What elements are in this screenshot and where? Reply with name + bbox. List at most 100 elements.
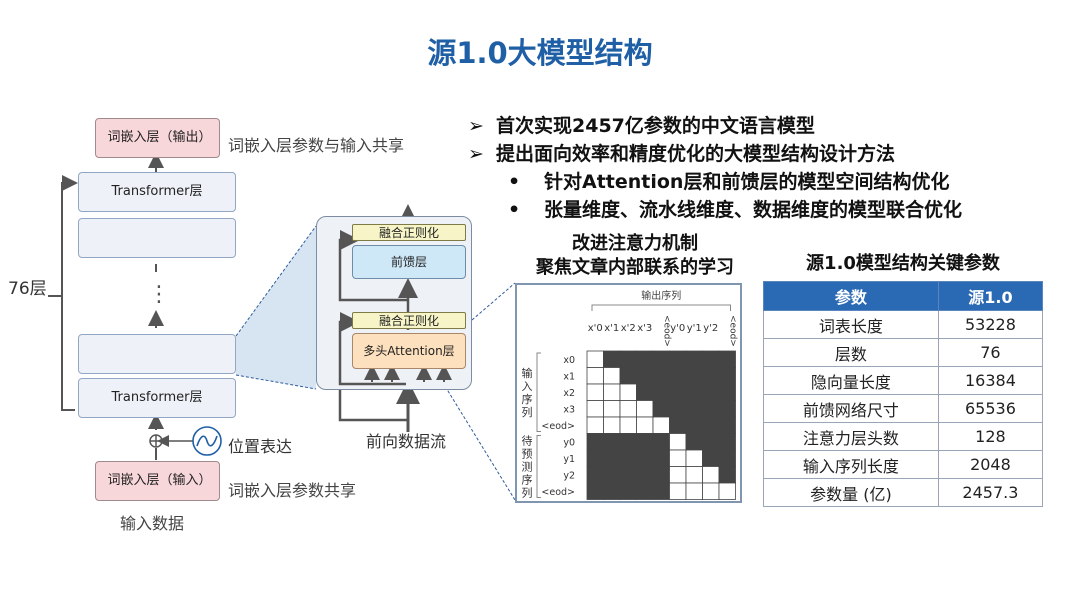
arrow-bullet-icon: ➢ xyxy=(468,143,484,165)
table-title: 源1.0模型结构关键参数 xyxy=(806,253,1000,274)
mask-cell xyxy=(586,383,604,401)
mask-cell xyxy=(636,350,654,368)
bullet-text: 张量维度、流水线维度、数据维度的模型联合优化 xyxy=(544,199,963,221)
table-cell: 参数量 (亿) xyxy=(763,478,939,507)
mask-cell xyxy=(619,482,637,500)
feed-forward-box: 前馈层 xyxy=(352,245,466,279)
mask-cell xyxy=(652,466,670,484)
row-label: x0 xyxy=(563,355,575,366)
mask-cell xyxy=(669,433,687,451)
mask-cell xyxy=(718,367,736,385)
table-header-cell: 源1.0 xyxy=(937,281,1044,311)
mask-cell xyxy=(702,449,720,467)
table-cell: 2048 xyxy=(937,450,1044,479)
key-points-list: ➢首次实现2457亿参数的中文语言模型 ➢ 提出面向效率和精度优化的大模型结构设计… xyxy=(468,112,962,224)
table-cell: 53228 xyxy=(937,310,1044,339)
row-label: y1 xyxy=(563,454,575,465)
mask-cell xyxy=(636,482,654,500)
mask-cell xyxy=(669,367,687,385)
mask-cell xyxy=(718,383,736,401)
mask-cell xyxy=(669,400,687,418)
mask-cell xyxy=(685,400,703,418)
mask-cell xyxy=(636,400,654,418)
input-sequence-label-bracket xyxy=(536,352,541,432)
attention-title-line1: 改进注意力机制 xyxy=(572,233,698,254)
mask-cell xyxy=(685,367,703,385)
mask-cell xyxy=(652,383,670,401)
mask-cell xyxy=(603,367,621,385)
mask-cell xyxy=(669,350,687,368)
mask-cell xyxy=(718,400,736,418)
output-sequence-label: 输出序列 xyxy=(641,289,681,302)
transformer-layer-bottom: Transformer层 xyxy=(78,378,236,418)
bullet-item: •针对Attention层和前馈层的模型空间结构优化 xyxy=(468,168,962,196)
table-cell: 输入序列长度 xyxy=(763,450,939,479)
bullet-item: ➢首次实现2457亿参数的中文语言模型 xyxy=(468,112,962,140)
row-label: <eod> xyxy=(541,487,575,498)
mask-cell xyxy=(718,350,736,368)
transformer-layer-top: Transformer层 xyxy=(78,172,236,212)
mask-cell xyxy=(652,449,670,467)
mask-cell xyxy=(636,466,654,484)
row-label: <eod> xyxy=(541,421,575,432)
mask-cell xyxy=(718,466,736,484)
mask-cell xyxy=(619,449,637,467)
column-label: x'2 xyxy=(621,323,636,334)
embedding-input-label: 词嵌入层（输入） xyxy=(107,473,212,488)
mask-cell xyxy=(718,482,736,500)
mask-cell xyxy=(685,350,703,368)
row-label: x3 xyxy=(563,404,575,415)
mask-cell xyxy=(586,367,604,385)
output-bracket xyxy=(591,304,731,311)
mask-cell xyxy=(652,350,670,368)
row-label: x1 xyxy=(563,371,575,382)
table-cell: 128 xyxy=(937,422,1044,451)
column-label: y'1 xyxy=(687,323,702,334)
embedding-input-box: 词嵌入层（输入） xyxy=(95,461,220,501)
multi-head-attention-box: 多头Attention层 xyxy=(352,333,466,369)
mask-cell xyxy=(702,433,720,451)
mask-cell xyxy=(636,433,654,451)
forward-flow-label: 前向数据流 xyxy=(366,432,447,451)
mask-cell xyxy=(652,367,670,385)
embedding-output-note: 词嵌入层参数与输入共享 xyxy=(228,136,405,155)
mask-cell xyxy=(702,466,720,484)
table-cell: 前馈网络尺寸 xyxy=(763,394,939,423)
column-label: x'1 xyxy=(604,323,619,334)
row-label: y0 xyxy=(563,437,575,448)
mask-cell xyxy=(718,416,736,434)
mask-cell xyxy=(669,383,687,401)
mask-cell xyxy=(685,482,703,500)
column-label: x'0 xyxy=(588,323,603,334)
prediction-sequence-label-bracket xyxy=(536,435,541,498)
mask-cell xyxy=(718,433,736,451)
multi-head-attention-label: 多头Attention层 xyxy=(363,344,455,358)
bullet-text: 提出面向效率和精度优化的大模型结构设计方法 xyxy=(496,143,896,165)
mask-cell xyxy=(586,482,604,500)
row-label: x2 xyxy=(563,388,575,399)
mask-cell xyxy=(702,482,720,500)
mask-cell xyxy=(702,350,720,368)
table-cell: 词表长度 xyxy=(763,310,939,339)
table-cell: 16384 xyxy=(937,366,1044,395)
mask-cell xyxy=(586,400,604,418)
mask-cell xyxy=(603,482,621,500)
mask-cell xyxy=(636,367,654,385)
mask-cell xyxy=(652,400,670,418)
input-data-label: 输入数据 xyxy=(120,514,185,533)
mask-cell xyxy=(603,466,621,484)
mask-cell xyxy=(603,383,621,401)
attention-title-line2: 聚焦文章内部联系的学习 xyxy=(536,257,734,278)
mask-cell xyxy=(586,350,604,368)
table-cell: 隐向量长度 xyxy=(763,366,939,395)
embedding-input-note: 词嵌入层参数共享 xyxy=(228,481,357,500)
prediction-sequence-label: 待预测序列 xyxy=(522,434,533,500)
mask-cell xyxy=(669,482,687,500)
